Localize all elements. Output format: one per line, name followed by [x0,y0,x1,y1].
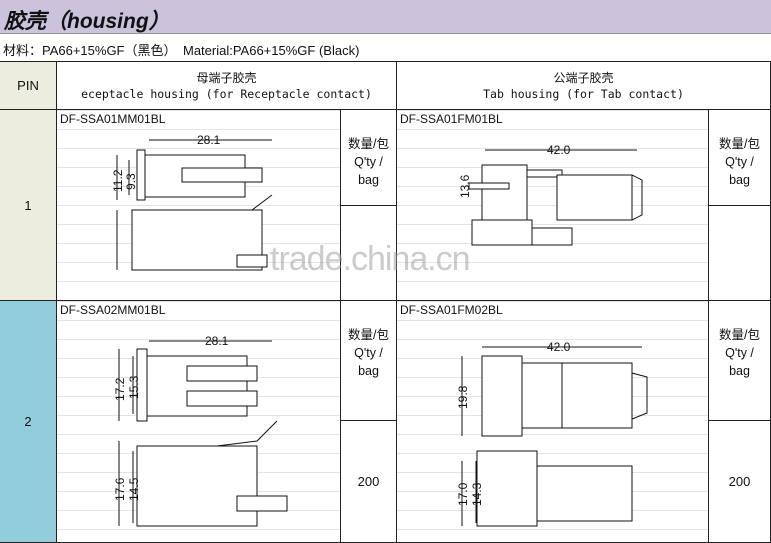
qty-label-en: Q'ty / [354,346,383,360]
qty-label-cn: 数量/包 [348,328,389,342]
receptacle-drawing-svg: 28.1 17.2 15.3 17.6 14.5 [113,334,288,527]
header-tab-cn: 公端子胶壳 [553,71,614,85]
qty-label-cn: 数量/包 [719,137,760,151]
qty-label-bag: bag [729,173,750,187]
tab-drawing-1: DF-SSA01FM01BL 42.0 13.6 [397,110,709,301]
svg-text:19.8: 19.8 [456,385,470,409]
qty-label-en: Q'ty / [725,155,754,169]
qty-label-cn: 数量/包 [348,137,389,151]
header-receptacle-cn: 母端子胶壳 [196,71,257,85]
svg-text:14.3: 14.3 [470,482,484,506]
tab-drawing-svg: 42.0 19.8 17.0 14.3 [456,340,648,527]
svg-text:17.6: 17.6 [113,477,127,501]
qty-label-en: Q'ty / [725,346,754,360]
pin-cell-2: 2 [0,301,57,543]
receptacle-drawing-1: DF-SSA01MM01BL 28.1 11.2 9.3 [57,110,341,301]
part-number: DF-SSA02MM01BL [60,303,166,317]
svg-text:13.6: 13.6 [458,174,472,198]
svg-text:28.1: 28.1 [205,334,229,348]
qty-label-bag: bag [358,364,379,378]
svg-text:9.3: 9.3 [124,173,138,190]
header-receptacle-en: eceptacle housing (for Receptacle contac… [81,87,372,101]
header-pin: PIN [0,62,57,110]
qty-label-cn: 数量/包 [719,328,760,342]
tab-qty-2: 200 [709,421,771,543]
part-number: DF-SSA01MM01BL [60,112,166,126]
receptacle-qty-1 [341,206,397,301]
svg-text:28.1: 28.1 [197,133,221,147]
tab-drawing-svg: 42.0 13.6 [458,143,643,246]
receptacle-qty-2: 200 [341,421,397,543]
qty-label-cell: 数量/包 Q'ty / bag [709,301,771,421]
tab-qty-1 [709,206,771,301]
svg-text:42.0: 42.0 [547,340,571,354]
section-title-bar: 胶壳（housing） [0,0,771,34]
part-number: DF-SSA01FM02BL [400,303,503,317]
qty-label-bag: bag [729,364,750,378]
qty-label-cell: 数量/包 Q'ty / bag [341,110,397,206]
material-note: 材料：PA66+15%GF（黑色） Material:PA66+15%GF (B… [0,34,771,62]
header-tab: 公端子胶壳 Tab housing (for Tab contact) [397,62,771,110]
receptacle-drawing-2: DF-SSA02MM01BL 28.1 17.2 15.3 17.6 14.5 [57,301,341,543]
tab-drawing-2: DF-SSA01FM02BL 42.0 19.8 17.0 14.3 [397,301,709,543]
qty-label-en: Q'ty / [354,155,383,169]
section-title: 胶壳（housing） [4,10,170,33]
pin-cell-1: 1 [0,110,57,301]
watermark: trade.china.cn [270,240,471,278]
svg-text:17.2: 17.2 [113,377,127,401]
receptacle-drawing-svg: 28.1 11.2 9.3 [111,133,273,271]
qty-label-cell: 数量/包 Q'ty / bag [709,110,771,206]
svg-text:14.5: 14.5 [127,477,141,501]
svg-text:15.3: 15.3 [127,375,141,399]
qty-label-cell: 数量/包 Q'ty / bag [341,301,397,421]
svg-text:17.0: 17.0 [456,482,470,506]
part-number: DF-SSA01FM01BL [400,112,503,126]
header-tab-en: Tab housing (for Tab contact) [483,87,684,101]
header-receptacle: 母端子胶壳 eceptacle housing (for Receptacle … [57,62,397,110]
qty-label-bag: bag [358,173,379,187]
svg-text:11.2: 11.2 [111,169,125,192]
svg-text:42.0: 42.0 [547,143,571,157]
